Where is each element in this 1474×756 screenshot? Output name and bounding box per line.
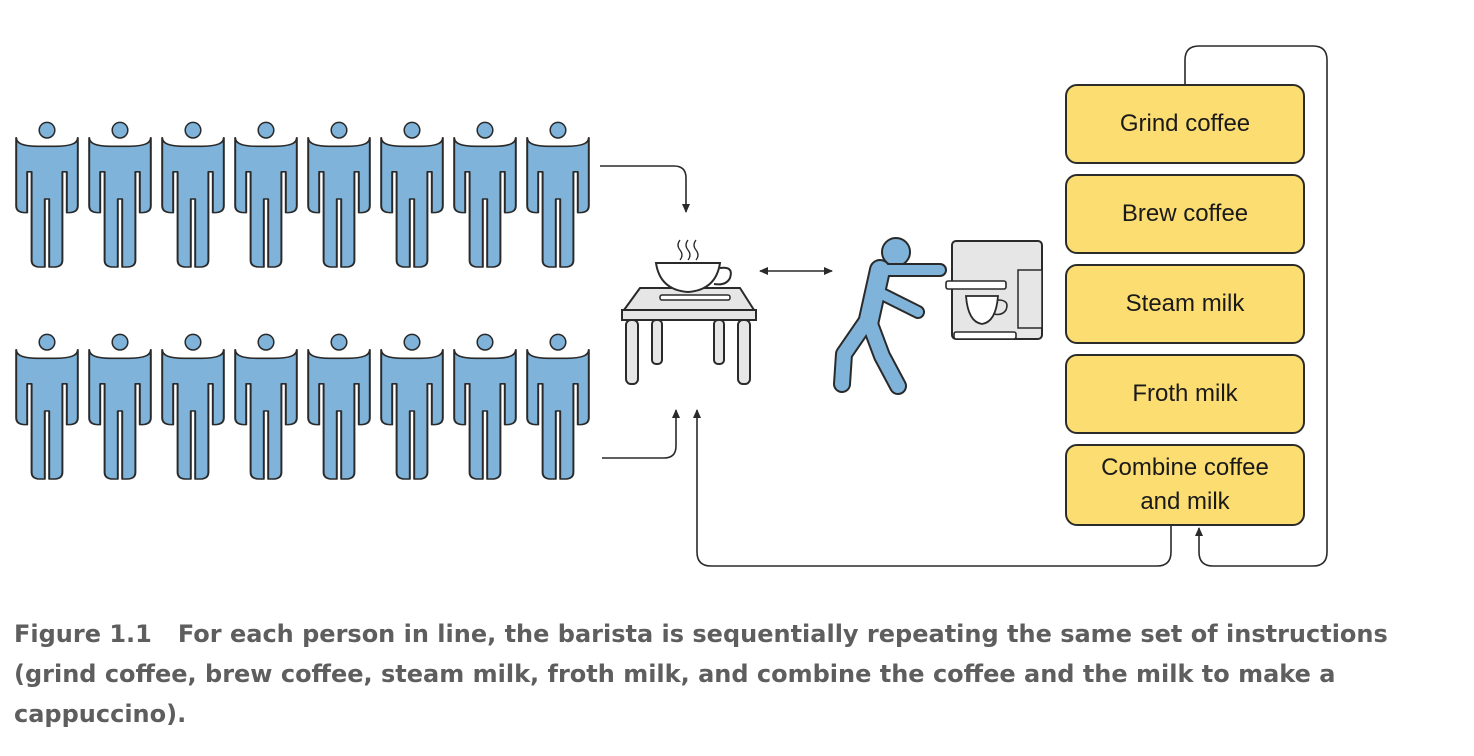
step-grind-coffee: Grind coffee (1065, 84, 1305, 164)
repeat-loop-arrow (1184, 45, 1328, 567)
figure-label: Figure 1.1 (14, 620, 152, 648)
table-icon (621, 287, 757, 385)
person-icon (161, 333, 225, 480)
person-icon (453, 121, 517, 268)
customer-queue-top (15, 121, 590, 268)
person-icon (15, 121, 79, 268)
step-froth-milk: Froth milk (1065, 354, 1305, 434)
step-label: Steam milk (1125, 290, 1245, 318)
person-icon (15, 333, 79, 480)
queue-bottom-arrow (602, 409, 680, 459)
person-icon (453, 333, 517, 480)
barista-icon (833, 237, 947, 395)
person-icon (88, 121, 152, 268)
customer-queue-bottom (15, 333, 590, 480)
caption-text: For each person in line, the barista is … (14, 620, 1388, 728)
espresso-machine-icon (945, 240, 1043, 340)
barista-diagram (15, 45, 1328, 567)
step-label: Brew coffee (1121, 200, 1249, 228)
person-icon (307, 121, 371, 268)
step-label: Combine coffee and milk (1101, 454, 1269, 515)
coffee-cup-icon (654, 239, 732, 294)
step-label: Grind coffee (1119, 110, 1251, 138)
queue-top-arrow (600, 165, 690, 213)
step-brew-coffee: Brew coffee (1065, 174, 1305, 254)
step-label: Froth milk (1132, 380, 1238, 408)
person-icon (161, 121, 225, 268)
step-steam-milk: Steam milk (1065, 264, 1305, 344)
person-icon (380, 121, 444, 268)
person-icon (234, 333, 298, 480)
return-to-table-arrow (693, 409, 1172, 567)
person-icon (526, 121, 590, 268)
person-icon (526, 333, 590, 480)
person-icon (234, 121, 298, 268)
person-icon (380, 333, 444, 480)
person-icon (88, 333, 152, 480)
person-icon (307, 333, 371, 480)
step-combine-coffee-and-milk: Combine coffee and milk (1065, 444, 1305, 526)
